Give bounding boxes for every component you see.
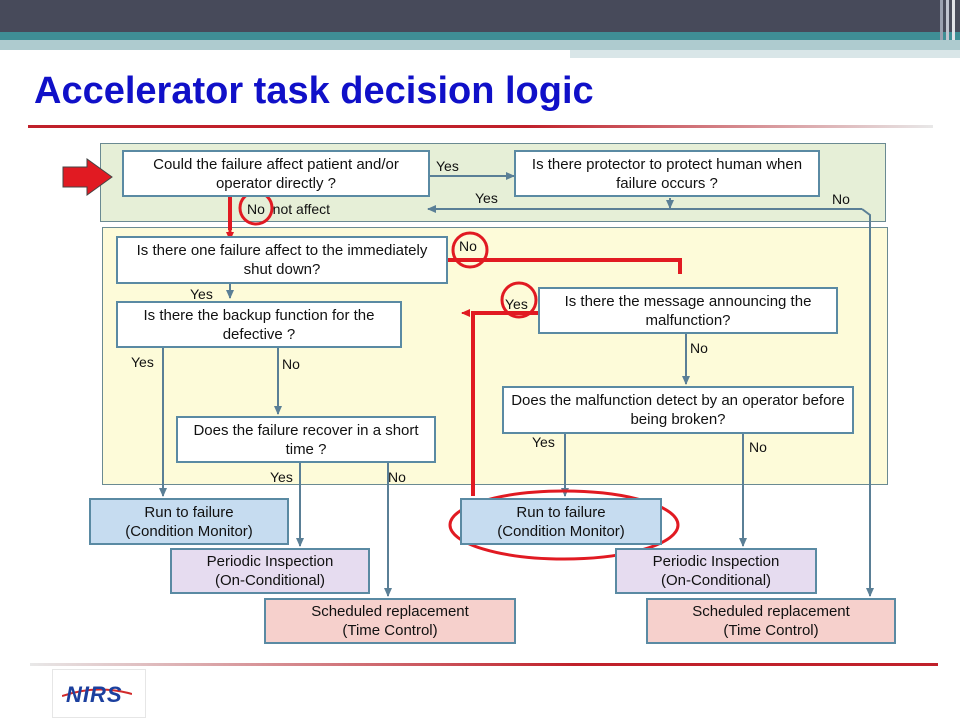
question-shutdown: Is there one failure affect to the immed… (116, 236, 448, 284)
label-yes-q4: Yes (131, 354, 154, 370)
outcome-periodic-inspection-right: Periodic Inspection(On-Conditional) (615, 548, 817, 594)
label-yes-q2: Yes (475, 190, 498, 206)
label-yes-q7: Yes (532, 434, 555, 450)
header-light-band (0, 40, 960, 50)
question-message: Is there the message announcing the malf… (538, 287, 838, 334)
logo-text: NIRS (66, 682, 123, 707)
label-no-not-affect: No not affect (247, 201, 331, 217)
label-no-q2: No (832, 191, 850, 207)
label-no-q4: No (282, 356, 300, 372)
logo-swoosh-icon (62, 688, 132, 697)
question-backup-function: Is there the backup function for the def… (116, 301, 402, 348)
label-no-q3: No (459, 238, 477, 254)
header-accent-band (0, 32, 960, 40)
label-yes-q5: Yes (270, 469, 293, 485)
title-underline (28, 125, 933, 128)
outcome-run-to-failure-right: Run to failure(Condition Monitor) (460, 498, 662, 545)
label-yes-q6: Yes (505, 296, 528, 312)
question-operator-detect: Does the malfunction detect by an operat… (502, 386, 854, 434)
question-recover-short-time: Does the failure recover in a short time… (176, 416, 436, 463)
question-affect-patient: Could the failure affect patient and/or … (122, 150, 430, 197)
outcome-scheduled-replacement-right: Scheduled replacement(Time Control) (646, 598, 896, 644)
page-title: Accelerator task decision logic (34, 70, 594, 112)
label-no-q6: No (690, 340, 708, 356)
footer-line (30, 663, 938, 666)
label-no-q7: No (749, 439, 767, 455)
label-yes-q3: Yes (190, 286, 213, 302)
header-shade-strip (570, 50, 960, 58)
label-yes-q1: Yes (436, 158, 459, 174)
outcome-scheduled-replacement-left: Scheduled replacement(Time Control) (264, 598, 516, 644)
question-protector: Is there protector to protect human when… (514, 150, 820, 197)
header-bar (0, 0, 960, 32)
outcome-periodic-inspection-left: Periodic Inspection(On-Conditional) (170, 548, 370, 594)
label-no-q5: No (388, 469, 406, 485)
outcome-run-to-failure-left: Run to failure(Condition Monitor) (89, 498, 289, 545)
header-stripes (940, 0, 960, 50)
